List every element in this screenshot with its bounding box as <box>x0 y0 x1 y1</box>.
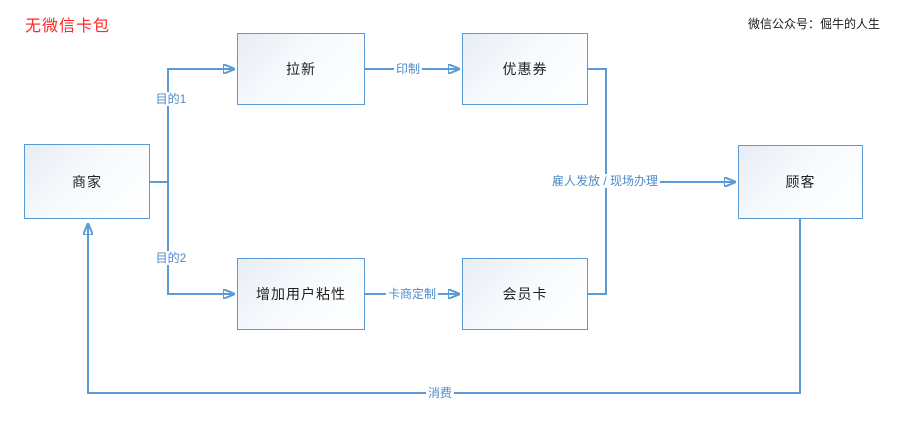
edge-coupon-customer <box>588 68 735 182</box>
node-merchant-label: 商家 <box>72 173 102 190</box>
node-coupon-label: 优惠券 <box>502 61 548 77</box>
node-attract-new-label: 拉新 <box>286 61 316 77</box>
edge-label-print: 印制 <box>393 62 423 76</box>
node-user-stickiness: 增加用户粘性 <box>237 258 365 330</box>
node-coupon: 优惠券 <box>462 33 588 105</box>
edge-label-consume: 消费 <box>425 386 455 400</box>
edge-membercard-merge <box>588 183 607 295</box>
node-member-card-label: 会员卡 <box>502 286 548 302</box>
node-merchant: 商家 <box>24 144 150 219</box>
edge-label-card-custom: 卡商定制 <box>385 287 439 301</box>
node-customer-label: 顾客 <box>785 174 816 190</box>
node-member-card: 会员卡 <box>462 258 588 330</box>
edge-label-purpose2: 目的2 <box>153 251 189 265</box>
node-attract-new: 拉新 <box>237 33 365 105</box>
edge-label-distribute: 雇人发放 / 现场办理 <box>549 174 661 188</box>
edge-label-purpose1: 目的1 <box>153 92 189 106</box>
node-customer: 顾客 <box>738 145 863 219</box>
page-title: 无微信卡包 <box>25 18 111 35</box>
watermark-text: 微信公众号：倔牛的人生 <box>747 17 880 31</box>
edge-branch-stickiness <box>167 182 234 294</box>
node-user-stickiness-label: 增加用户粘性 <box>256 286 346 302</box>
edge-customer-merchant-loop <box>88 219 801 394</box>
edge-branch-attract <box>167 69 234 182</box>
